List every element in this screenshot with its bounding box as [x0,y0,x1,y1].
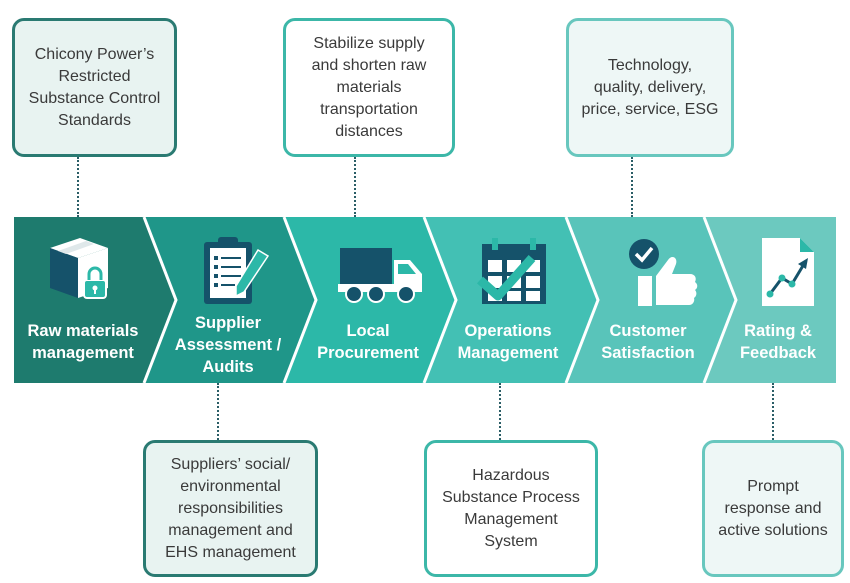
stage-label-supplier-assessment: Supplier Assessment / Audits [174,314,282,376]
calendar-check-icon [477,238,546,304]
stage-label-raw-materials: Raw materials management [27,322,139,362]
clipboard-pen-icon [204,237,270,304]
connector-top-1 [77,157,79,217]
stage-label-rating-feedback: Rating & Feedback [739,322,817,362]
connector-top-3 [631,157,633,217]
bottom-box-prompt-response: Prompt response and active solutions [702,440,844,577]
document-chart-icon [762,238,814,306]
truck-icon [338,248,422,303]
bottom-box-hazardous-substance: Hazardous Substance Process Management S… [424,440,598,577]
raw-materials-lock-icon [50,238,108,299]
connector-top-2 [354,157,356,217]
thumbs-up-check-icon [629,239,698,306]
top-box-stabilize-supply: Stabilize supply and shorten raw materia… [283,18,455,157]
stage-label-operations-management: Operations Management [457,322,559,362]
stage-label-customer-satisfaction: Customer Satisfaction [601,322,695,362]
bottom-box-supplier-responsibilities: Suppliers’ social/ environmental respons… [143,440,318,577]
connector-bottom-2 [499,383,501,440]
stage-label-local-procurement: Local Procurement [317,322,419,362]
connector-bottom-1 [217,383,219,440]
top-box-technology-quality: Technology, quality, delivery, price, se… [566,18,734,157]
top-box-restricted-substance: Chicony Power’s Restricted Substance Con… [12,18,177,157]
connector-bottom-3 [772,383,774,440]
